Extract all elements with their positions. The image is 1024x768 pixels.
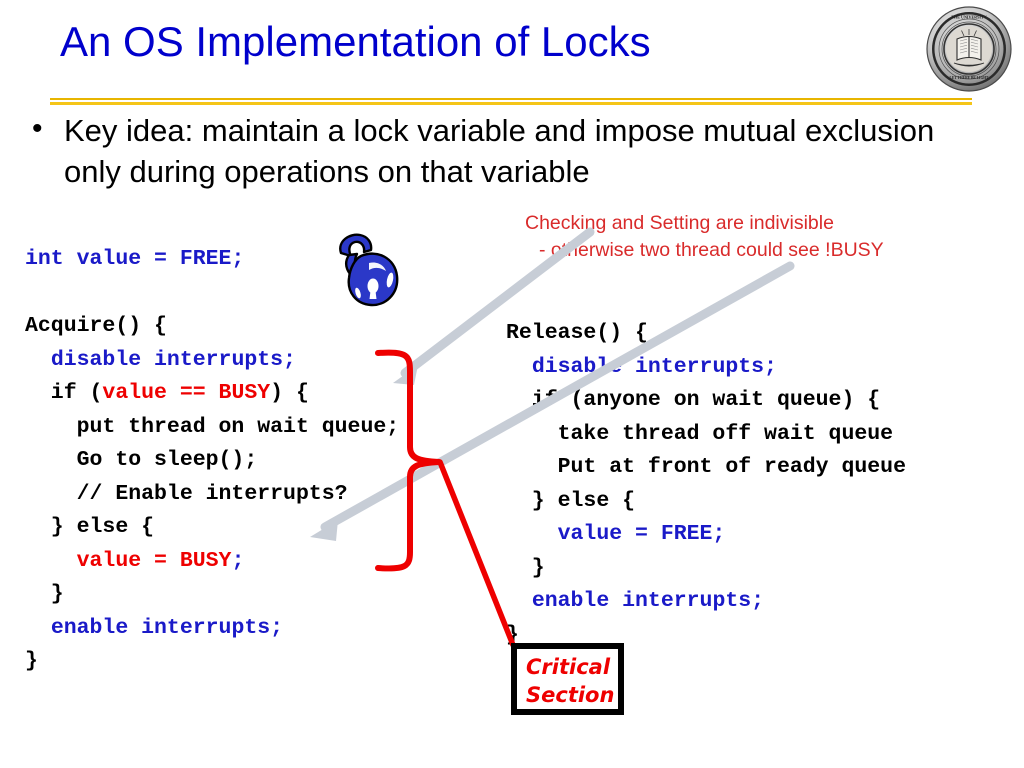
bullet-marker: • (32, 112, 43, 145)
code-token (25, 348, 51, 372)
bullet-item: • Key idea: maintain a lock variable and… (32, 110, 962, 192)
code-line: } (25, 645, 399, 679)
code-line: Acquire() { (25, 310, 399, 344)
code-token: } else { (506, 488, 636, 513)
code-token: put thread on wait queue; (25, 414, 400, 439)
code-token: } else { (25, 515, 155, 539)
code-line: enable interrupts; (25, 612, 399, 646)
code-line: // Enable interrupts? (25, 478, 399, 512)
critical-section-box: Critical Section (511, 643, 624, 715)
annotation-line-2: - otherwise two thread could see !BUSY (539, 239, 884, 261)
code-token: enable interrupts; (50, 615, 284, 640)
code-line: value = FREE; (506, 518, 906, 552)
code-line: } (25, 578, 399, 612)
code-token: if ( (25, 381, 103, 405)
bullet-text: Key idea: maintain a lock variable and i… (64, 113, 935, 189)
code-token (506, 522, 558, 546)
page-title: An OS Implementation of Locks (60, 18, 651, 65)
code-token: disable interrupts; (531, 354, 777, 379)
title-divider (50, 98, 972, 105)
code-token: disable interrupts; (50, 347, 296, 372)
code-token (25, 616, 51, 640)
code-token: ) { (270, 381, 309, 405)
code-token: } (25, 582, 64, 606)
svg-text:LET THERE BE LIGHT: LET THERE BE LIGHT (950, 76, 990, 80)
annotation-line-1: Checking and Setting are indivisible (525, 212, 834, 234)
code-token: value = FREE; (557, 522, 726, 546)
critical-section-line-1: Critical (526, 655, 611, 679)
code-token: } (25, 649, 38, 673)
annotation-note: Checking and Setting are indivisible - o… (525, 210, 995, 264)
code-token: } (506, 555, 545, 580)
critical-section-label: Critical Section (517, 649, 618, 709)
code-line: } else { (25, 511, 399, 545)
svg-text:THE UNIVERSITY: THE UNIVERSITY (951, 15, 986, 20)
code-line: disable interrupts; (506, 351, 906, 385)
code-token: value = BUSY (76, 548, 232, 573)
code-line: } else { (506, 485, 906, 519)
code-token: int value = FREE; (25, 247, 245, 271)
code-line: value = BUSY; (25, 545, 399, 579)
code-line: Put at front of ready queue (506, 451, 906, 485)
code-line: put thread on wait queue; (25, 411, 400, 445)
code-token: Release() { (506, 321, 648, 345)
red-connector-to-critical-section (437, 459, 516, 648)
code-token (506, 355, 532, 379)
code-token: // Enable interrupts? (25, 481, 348, 506)
code-line: Release() { (506, 317, 906, 351)
code-token: Go to sleep(); (25, 448, 258, 472)
code-token: enable interrupts; (531, 589, 765, 613)
code-token: Acquire() { (25, 314, 167, 338)
open-padlock-icon (327, 231, 413, 313)
divider-line-top (50, 98, 972, 100)
code-line: Go to sleep(); (25, 444, 399, 478)
code-token: ; (231, 548, 245, 573)
code-token: take thread off wait queue (506, 421, 894, 446)
code-line: if (anyone on wait queue) { (506, 384, 906, 418)
code-token (506, 589, 532, 613)
code-token: Put at front of ready queue (506, 455, 906, 479)
code-token: value == BUSY (102, 381, 271, 405)
divider-line-gap (50, 100, 972, 102)
uc-berkeley-seal: THE UNIVERSITY (923, 5, 1015, 97)
code-line: if (value == BUSY) { (25, 377, 399, 411)
code-token: if (anyone on wait queue) { (506, 388, 881, 412)
code-line: int value = FREE; (25, 243, 399, 277)
divider-line-bottom (50, 102, 972, 105)
critical-section-line-2: Section (526, 683, 615, 707)
code-line: take thread off wait queue (506, 418, 906, 452)
code-line: enable interrupts; (506, 585, 906, 619)
code-line: disable interrupts; (25, 344, 399, 378)
code-token (25, 549, 77, 573)
code-line: } (506, 552, 906, 586)
release-code-block: Release() { disable interrupts; if (anyo… (506, 317, 906, 652)
